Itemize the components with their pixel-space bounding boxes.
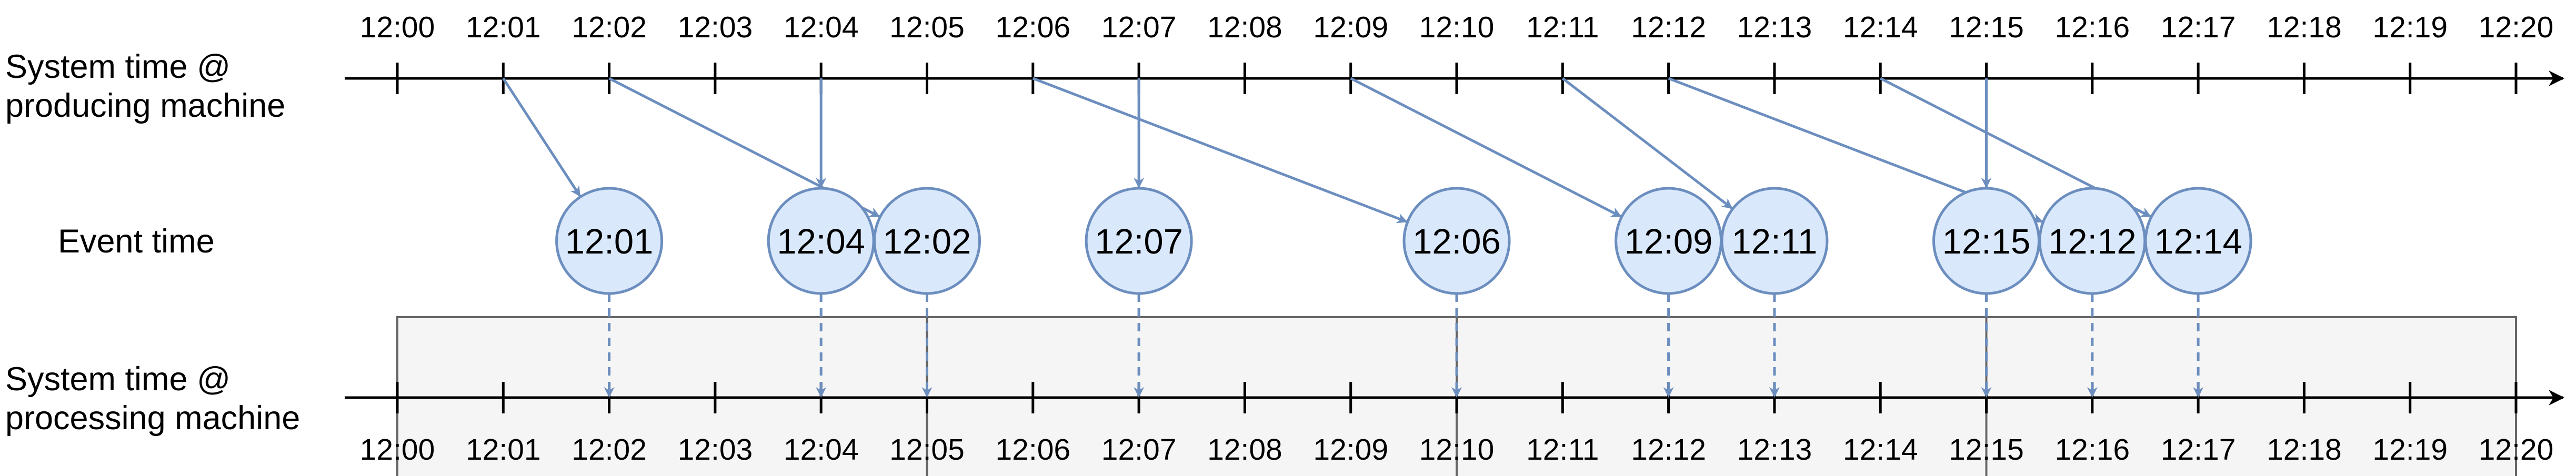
event-time-value: 12:04 <box>777 222 865 261</box>
processing-tick-label: 12:10 <box>1419 433 1495 467</box>
producing-tick-label: 12:16 <box>2054 11 2130 44</box>
processing-tick-label: 12:09 <box>1313 433 1388 467</box>
event-node: 12:07 <box>1085 187 1193 295</box>
processing-tick-label: 12:03 <box>678 433 753 467</box>
processing-tick-label: 12:13 <box>1737 433 1812 467</box>
event-time-value: 12:02 <box>883 222 971 261</box>
producing-tick-label: 12:01 <box>466 11 541 44</box>
event-time-value: 12:12 <box>2048 222 2137 261</box>
processing-tick-label: 12:01 <box>466 433 541 467</box>
processing-tick-label: 12:08 <box>1207 433 1282 467</box>
producing-tick-label: 12:12 <box>1631 11 1706 44</box>
event-node: 12:02 <box>873 187 981 295</box>
produce-arrow <box>1561 77 1733 209</box>
processing-tick-label: 12:12 <box>1631 433 1706 467</box>
producing-tick-label: 12:06 <box>995 11 1070 44</box>
event-node: 12:12 <box>2038 187 2147 295</box>
producing-tick-label: 12:20 <box>2479 11 2554 44</box>
event-time-value: 12:15 <box>1942 222 2031 261</box>
event-circle <box>1720 187 1829 295</box>
producing-tick-label: 12:04 <box>784 11 859 44</box>
event-node: 12:14 <box>2144 187 2252 295</box>
producing-label-line1: System time @ <box>5 48 230 85</box>
event-circles: 12:01 12:04 12:02 12:07 12:06 12:09 12:11 12:15… <box>555 187 2252 295</box>
event-time-value: 12:11 <box>1732 222 1818 261</box>
event-circle <box>1085 187 1193 295</box>
event-time-value: 12:01 <box>565 222 654 261</box>
event-time-label: Event time <box>58 223 215 260</box>
event-circle <box>2144 187 2252 295</box>
processing-label-line2: processing machine <box>5 400 300 437</box>
producing-tick-label: 12:15 <box>1949 11 2024 44</box>
event-time-value: 12:06 <box>1412 222 1501 261</box>
producing-tick-label: 12:07 <box>1101 11 1177 44</box>
processing-tick-label: 12:07 <box>1101 433 1177 467</box>
time-axes: 12:00 12:01 12:02 12:03 12:04 12:05 12:06 12:07… <box>345 11 2564 467</box>
processing-tick-label: 12:16 <box>2054 433 2130 467</box>
producing-tick-label: 12:05 <box>889 11 965 44</box>
event-time-value: 12:09 <box>1625 222 1713 261</box>
processing-tick-label: 12:18 <box>2267 433 2342 467</box>
producing-tick-label: 12:17 <box>2161 11 2236 44</box>
processing-tick-label: 12:19 <box>2372 433 2448 467</box>
event-node: 12:15 <box>1932 187 2040 295</box>
event-node: 12:09 <box>1615 187 1723 295</box>
processing-tick-label: 12:00 <box>360 433 435 467</box>
event-circle <box>873 187 981 295</box>
processing-tick-label: 12:14 <box>1843 433 1918 467</box>
producing-tick-label: 12:03 <box>678 11 753 44</box>
processing-label-line1: System time @ <box>5 361 230 398</box>
producing-tick-label: 12:02 <box>572 11 647 44</box>
event-time-value: 12:07 <box>1095 222 1183 261</box>
event-node: 12:04 <box>767 187 875 295</box>
produce-arrow <box>1350 77 1622 218</box>
produce-arrow <box>502 77 582 197</box>
producing-tick-label: 12:14 <box>1843 11 1918 44</box>
event-circle <box>555 187 664 295</box>
producing-tick-label: 12:08 <box>1207 11 1282 44</box>
producing-tick-label: 12:10 <box>1419 11 1495 44</box>
producing-tick-label: 12:13 <box>1737 11 1812 44</box>
event-time-value: 12:14 <box>2154 222 2242 261</box>
producing-tick-label: 12:19 <box>2372 11 2448 44</box>
event-node: 12:01 <box>555 187 664 295</box>
processing-tick-label: 12:02 <box>572 433 647 467</box>
processing-tick-label: 12:05 <box>889 433 965 467</box>
producing-tick-label: 12:09 <box>1313 11 1388 44</box>
processing-tick-label: 12:20 <box>2479 433 2554 467</box>
processing-tick-label: 12:17 <box>2161 433 2236 467</box>
event-node: 12:11 <box>1720 187 1829 295</box>
event-circle <box>1402 187 1511 295</box>
produce-arrow <box>1032 77 1408 224</box>
event-node: 12:06 <box>1402 187 1511 295</box>
processing-tick-label: 12:11 <box>1526 433 1599 467</box>
producing-tick-label: 12:11 <box>1526 11 1599 44</box>
producing-label-line2: producing machine <box>5 87 285 124</box>
processing-tick-label: 12:15 <box>1949 433 2024 467</box>
producing-tick-label: 12:00 <box>360 11 435 44</box>
processing-tick-label: 12:06 <box>995 433 1070 467</box>
producing-tick-label: 12:18 <box>2267 11 2342 44</box>
processing-tick-label: 12:04 <box>784 433 859 467</box>
